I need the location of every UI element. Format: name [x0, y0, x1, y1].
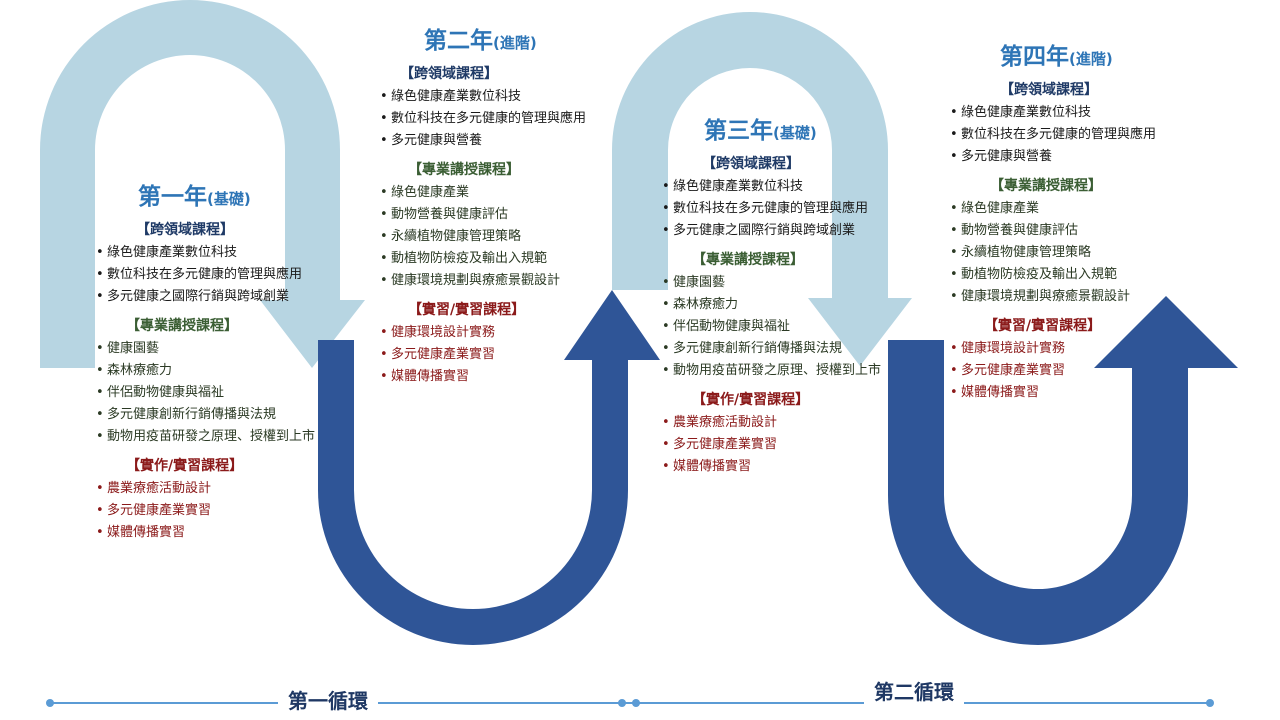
- list-item: 動物用疫苗研發之原理、授權到上市: [96, 426, 346, 448]
- list-item: 健康環境規劃與療癒景觀設計: [380, 270, 630, 292]
- list-item: 綠色健康產業: [380, 182, 630, 204]
- list-item: 永續植物健康管理策略: [950, 242, 1200, 264]
- year-3-pro-list: 健康園藝 森林療癒力 伴侶動物健康與福祉 多元健康創新行銷傳播與法規 動物用疫苗…: [662, 272, 912, 382]
- list-item: 健康環境設計實務: [380, 322, 630, 344]
- year-1-pro-list: 健康園藝 森林療癒力 伴侶動物健康與福祉 多元健康創新行銷傳播與法規 動物用疫苗…: [96, 338, 346, 448]
- year-2-prac-list: 健康環境設計實務 多元健康產業實習 媒體傳播實習: [380, 322, 630, 388]
- list-item: 多元健康創新行銷傳播與法規: [96, 404, 346, 426]
- list-item: 多元健康創新行銷傳播與法規: [662, 338, 912, 360]
- year-2-cross-heading: 【跨領域課程】: [400, 66, 498, 82]
- list-item: 多元健康之國際行銷與跨域創業: [662, 220, 912, 242]
- year-2-title: 第二年(進階): [424, 28, 537, 54]
- list-item: 數位科技在多元健康的管理與應用: [950, 124, 1200, 146]
- year-4-prac-heading: 【實習/實習課程】: [984, 318, 1102, 334]
- list-item: 多元健康產業實習: [662, 434, 912, 456]
- year-2-pro-heading: 【專業講授課程】: [408, 162, 520, 178]
- year-1-pro-heading: 【專業講授課程】: [126, 318, 238, 334]
- year-4-cross-list: 綠色健康產業數位科技 數位科技在多元健康的管理與應用 多元健康與營養: [950, 102, 1200, 168]
- list-item: 動物用疫苗研發之原理、授權到上市: [662, 360, 912, 382]
- list-item: 伴侶動物健康與福祉: [662, 316, 912, 338]
- list-item: 數位科技在多元健康的管理與應用: [662, 198, 912, 220]
- year-1-cross-list: 綠色健康產業數位科技 數位科技在多元健康的管理與應用 多元健康之國際行銷與跨域創…: [96, 242, 346, 308]
- year-3-prac-list: 農業療癒活動設計 多元健康產業實習 媒體傳播實習: [662, 412, 912, 478]
- list-item: 動植物防檢疫及輸出入規範: [950, 264, 1200, 286]
- list-item: 多元健康產業實習: [950, 360, 1200, 382]
- list-item: 多元健康之國際行銷與跨域創業: [96, 286, 346, 308]
- year-2-cross-list: 綠色健康產業數位科技 數位科技在多元健康的管理與應用 多元健康與營養: [380, 86, 630, 152]
- list-item: 動植物防檢疫及輸出入規範: [380, 248, 630, 270]
- list-item: 健康園藝: [662, 272, 912, 294]
- list-item: 伴侶動物健康與福祉: [96, 382, 346, 404]
- list-item: 媒體傳播實習: [380, 366, 630, 388]
- year-2-prac-heading: 【實習/實習課程】: [408, 302, 526, 318]
- year-1-cross-heading: 【跨領域課程】: [136, 222, 234, 238]
- year-4-pro-heading: 【專業講授課程】: [990, 178, 1102, 194]
- list-item: 健康環境設計實務: [950, 338, 1200, 360]
- year-1-prac-list: 農業療癒活動設計 多元健康產業實習 媒體傳播實習: [96, 478, 346, 544]
- year-3-block: 第三年(基礎) 【跨領域課程】 綠色健康產業數位科技 數位科技在多元健康的管理與…: [662, 116, 912, 478]
- list-item: 媒體傳播實習: [96, 522, 346, 544]
- list-item: 媒體傳播實習: [662, 456, 912, 478]
- list-item: 永續植物健康管理策略: [380, 226, 630, 248]
- timeline-dot-start: [46, 699, 54, 707]
- arrow-year1-down: [40, 0, 365, 368]
- list-item: 農業療癒活動設計: [662, 412, 912, 434]
- year-2-block: 第二年(進階) 【跨領域課程】 綠色健康產業數位科技 數位科技在多元健康的管理與…: [380, 26, 630, 388]
- timeline-dot-mid-b: [632, 699, 640, 707]
- timeline-dot-mid-a: [618, 699, 626, 707]
- list-item: 多元健康與營養: [380, 130, 630, 152]
- list-item: 健康園藝: [96, 338, 346, 360]
- year-4-title: 第四年(進階): [1000, 44, 1113, 70]
- year-1-block: 第一年(基礎) 【跨領域課程】 綠色健康產業數位科技 數位科技在多元健康的管理與…: [96, 182, 346, 544]
- list-item: 動物營養與健康評估: [380, 204, 630, 226]
- year-4-prac-list: 健康環境設計實務 多元健康產業實習 媒體傳播實習: [950, 338, 1200, 404]
- year-4-pro-list: 綠色健康產業 動物營養與健康評估 永續植物健康管理策略 動植物防檢疫及輸出入規範…: [950, 198, 1200, 308]
- year-1-title: 第一年(基礎): [138, 184, 251, 210]
- timeline-dot-end: [1206, 699, 1214, 707]
- year-3-title: 第三年(基礎): [704, 118, 817, 144]
- list-item: 綠色健康產業數位科技: [380, 86, 630, 108]
- list-item: 森林療癒力: [662, 294, 912, 316]
- year-3-prac-heading: 【實作/實習課程】: [692, 392, 810, 408]
- list-item: 森林療癒力: [96, 360, 346, 382]
- list-item: 媒體傳播實習: [950, 382, 1200, 404]
- list-item: 動物營養與健康評估: [950, 220, 1200, 242]
- list-item: 多元健康產業實習: [96, 500, 346, 522]
- list-item: 綠色健康產業數位科技: [662, 176, 912, 198]
- year-4-block: 第四年(進階) 【跨領域課程】 綠色健康產業數位科技 數位科技在多元健康的管理與…: [950, 42, 1200, 404]
- cycle-label-second: 第二循環: [864, 679, 964, 705]
- year-3-pro-heading: 【專業講授課程】: [692, 252, 804, 268]
- list-item: 綠色健康產業數位科技: [950, 102, 1200, 124]
- list-item: 農業療癒活動設計: [96, 478, 346, 500]
- arrow-year2-up: [318, 290, 660, 645]
- list-item: 數位科技在多元健康的管理與應用: [380, 108, 630, 130]
- cycle-label-first: 第一循環: [278, 688, 378, 714]
- list-item: 健康環境規劃與療癒景觀設計: [950, 286, 1200, 308]
- list-item: 綠色健康產業: [950, 198, 1200, 220]
- list-item: 多元健康與營養: [950, 146, 1200, 168]
- year-2-pro-list: 綠色健康產業 動物營養與健康評估 永續植物健康管理策略 動植物防檢疫及輸出入規範…: [380, 182, 630, 292]
- list-item: 數位科技在多元健康的管理與應用: [96, 264, 346, 286]
- list-item: 多元健康產業實習: [380, 344, 630, 366]
- year-1-prac-heading: 【實作/實習課程】: [126, 458, 244, 474]
- year-3-cross-heading: 【跨領域課程】: [702, 156, 800, 172]
- list-item: 綠色健康產業數位科技: [96, 242, 346, 264]
- year-3-cross-list: 綠色健康產業數位科技 數位科技在多元健康的管理與應用 多元健康之國際行銷與跨域創…: [662, 176, 912, 242]
- year-4-cross-heading: 【跨領域課程】: [1000, 82, 1098, 98]
